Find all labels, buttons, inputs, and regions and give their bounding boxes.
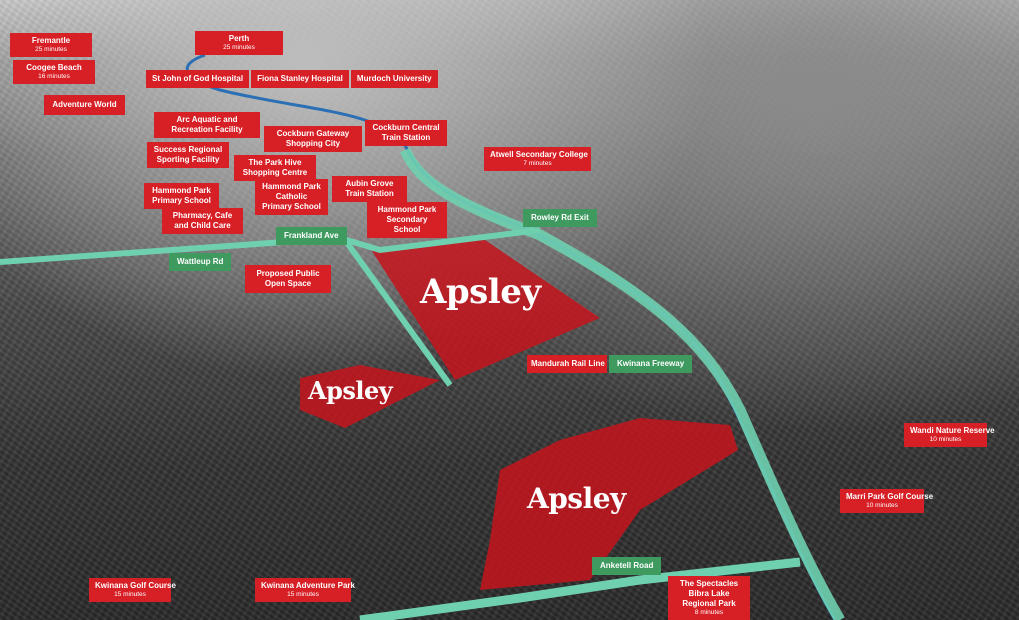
label-name: Atwell Secondary College: [490, 150, 588, 159]
label-time: 25 minutes: [35, 46, 67, 53]
estate-north[interactable]: [370, 240, 600, 380]
label-hammond-park-primary[interactable]: Hammond Park Primary School: [144, 183, 219, 209]
label-time: 15 minutes: [287, 591, 319, 598]
label-name: Kwinana Adventure Park: [261, 581, 355, 590]
label-adventure-world[interactable]: Adventure World: [44, 95, 125, 115]
label-mandurah-rail[interactable]: Mandurah Rail Line: [527, 355, 607, 373]
estate-west[interactable]: [300, 365, 440, 428]
label-hammond-park-catholic[interactable]: Hammond Park Catholic Primary School: [255, 179, 328, 215]
label-murdoch-university[interactable]: Murdoch University: [350, 70, 438, 88]
label-hammond-park-secondary[interactable]: Hammond Park Secondary School: [367, 202, 447, 238]
label-name: Coogee Beach: [26, 63, 82, 72]
label-time: 8 minutes: [694, 609, 724, 616]
hospital-label-row: St John of God Hospital Fiona Stanley Ho…: [146, 70, 438, 88]
label-park-hive[interactable]: The Park Hive Shopping Centre: [234, 155, 316, 181]
label-cockburn-gateway[interactable]: Cockburn Gateway Shopping City: [264, 126, 362, 152]
label-time: 10 minutes: [929, 436, 962, 443]
estate-label-south: Apsley: [527, 482, 626, 515]
road-label-kwinana-freeway: Kwinana Freeway: [609, 355, 693, 373]
label-time: 10 minutes: [866, 502, 898, 509]
road-label-rowley: Rowley Rd Exit: [523, 209, 597, 227]
label-name: Wandi Nature Reserve: [910, 426, 995, 435]
label-pharmacy-cafe[interactable]: Pharmacy, Cafe and Child Care: [162, 208, 243, 234]
label-fiona-stanley[interactable]: Fiona Stanley Hospital: [251, 70, 349, 88]
label-cockburn-central[interactable]: Cockburn Central Train Station: [365, 120, 447, 146]
label-name: Perth: [228, 34, 250, 43]
estate-label-north: Apsley: [420, 272, 541, 312]
road-label-wattleup: Wattleup Rd: [169, 253, 232, 271]
kwinana-freeway: [399, 147, 845, 620]
label-time: 15 minutes: [114, 591, 146, 598]
label-aubin-grove[interactable]: Aubin Grove Train Station: [332, 176, 407, 202]
label-time: 16 minutes: [38, 73, 70, 80]
label-st-john-hospital[interactable]: St John of God Hospital: [146, 70, 250, 88]
road-label-frankland: Frankland Ave: [276, 227, 347, 245]
label-name: Kwinana Golf Course: [95, 581, 176, 590]
label-time: 25 minutes: [223, 44, 255, 51]
estate-boundary-road: [342, 238, 453, 387]
label-success-regional[interactable]: Success Regional Sporting Facility: [147, 142, 229, 168]
label-arc-aquatic[interactable]: Arc Aquatic and Recreation Facility: [154, 112, 260, 138]
label-open-space[interactable]: Proposed Public Open Space: [245, 265, 331, 293]
label-time: 7 minutes: [523, 160, 552, 167]
label-name: Fremantle: [31, 36, 71, 45]
road-label-anketell: Anketell Road: [592, 557, 662, 575]
estate-label-west: Apsley: [308, 376, 393, 405]
label-name: The Spectacles Bibra Lake Regional Park: [679, 579, 739, 608]
anketell-road: [359, 557, 801, 620]
estate-south[interactable]: [480, 418, 738, 590]
label-name: Marri Park Golf Course: [846, 492, 934, 501]
